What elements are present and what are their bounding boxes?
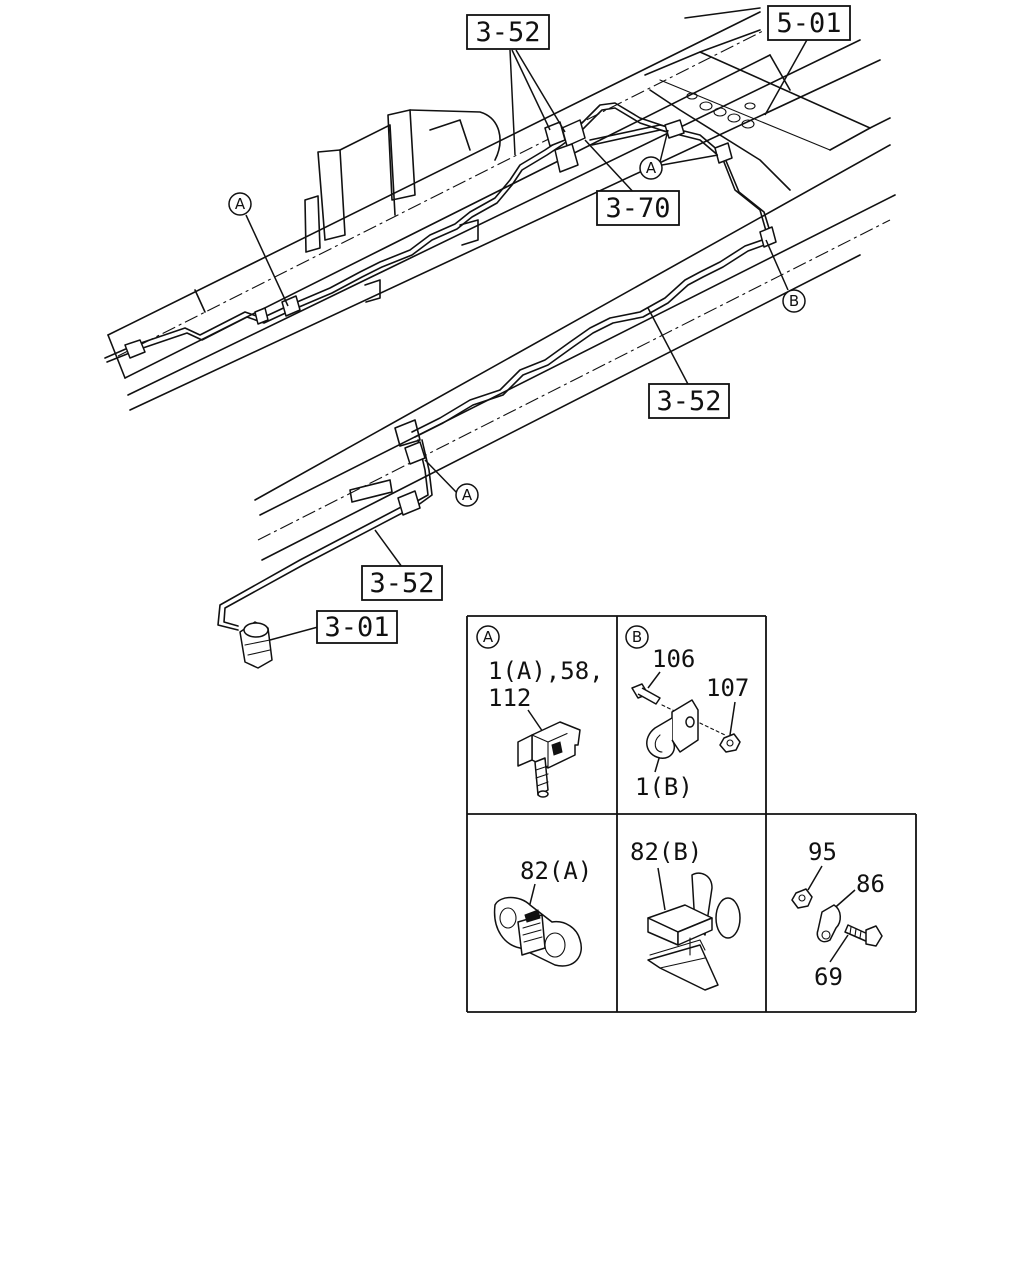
panel-hw-part-86: 86 — [856, 870, 885, 898]
panel-82a-label: 82(A) — [520, 857, 592, 885]
panel-hw-part-95: 95 — [808, 838, 837, 866]
detail-panel-a: A 1(A),58, 112 — [476, 625, 604, 798]
panel-a-marker: A — [483, 628, 494, 646]
clip-1a-drawing — [517, 721, 581, 798]
bolt-106-drawing — [631, 683, 726, 736]
callout-a-top[interactable]: A — [639, 156, 663, 180]
detail-panel-hardware: 95 86 69 — [791, 838, 885, 991]
ref-3-52-mid-label: 3-52 — [656, 386, 721, 417]
panel-b-part-107: 107 — [706, 674, 749, 702]
detail-grid — [466, 615, 917, 1013]
component-3-01 — [239, 621, 273, 669]
chassis-frame — [107, 7, 896, 561]
ref-3-52-low-label: 3-52 — [369, 568, 434, 599]
leader-lines — [245, 37, 809, 641]
panel-a-parts-line2: 112 — [488, 684, 531, 712]
clamp-86-drawing — [816, 904, 841, 943]
panel-hw-part-69: 69 — [814, 963, 843, 991]
callout-a-low[interactable]: A — [455, 483, 479, 507]
ref-3-52-low[interactable]: 3-52 — [361, 565, 443, 601]
ref-3-01[interactable]: 3-01 — [316, 610, 398, 644]
bracket-1b-drawing — [646, 699, 699, 759]
ref-3-70[interactable]: 3-70 — [596, 190, 680, 226]
panel-b-part-1b: 1(B) — [635, 773, 693, 801]
ref-5-01[interactable]: 5-01 — [767, 5, 851, 41]
cross-member-holes — [686, 92, 756, 129]
clip-82a-drawing — [493, 896, 582, 967]
callout-a-left-label: A — [235, 195, 246, 213]
ref-5-01-label: 5-01 — [776, 8, 841, 39]
callout-b-right[interactable]: B — [782, 289, 806, 313]
nut-107-drawing — [719, 733, 741, 753]
callout-a-top-label: A — [646, 159, 657, 177]
panel-b-marker: B — [632, 628, 642, 646]
ref-3-52-top[interactable]: 3-52 — [466, 14, 550, 50]
panel-b-part-106: 106 — [652, 645, 695, 673]
ref-3-52-top-label: 3-52 — [475, 17, 540, 48]
ref-3-52-mid[interactable]: 3-52 — [648, 383, 730, 419]
callout-a-left[interactable]: A — [228, 192, 252, 216]
detail-panel-b: B 106 107 1(B) — [625, 625, 749, 801]
callout-b-right-label: B — [789, 292, 799, 310]
clip-82b-drawing — [647, 872, 741, 991]
callout-a-low-label: A — [462, 486, 473, 504]
ref-3-01-label: 3-01 — [324, 612, 389, 643]
bolt-69-drawing — [844, 924, 883, 947]
nut-95-drawing — [791, 888, 813, 909]
detail-panel-82a: 82(A) — [493, 857, 592, 967]
ref-3-70-label: 3-70 — [605, 193, 670, 224]
panel-a-parts-line1: 1(A),58, — [488, 657, 604, 685]
fuel-pipes — [104, 102, 773, 631]
pipe-clips — [124, 119, 777, 516]
panel-82b-label: 82(B) — [630, 838, 702, 866]
detail-panel-82b: 82(B) — [630, 838, 741, 991]
